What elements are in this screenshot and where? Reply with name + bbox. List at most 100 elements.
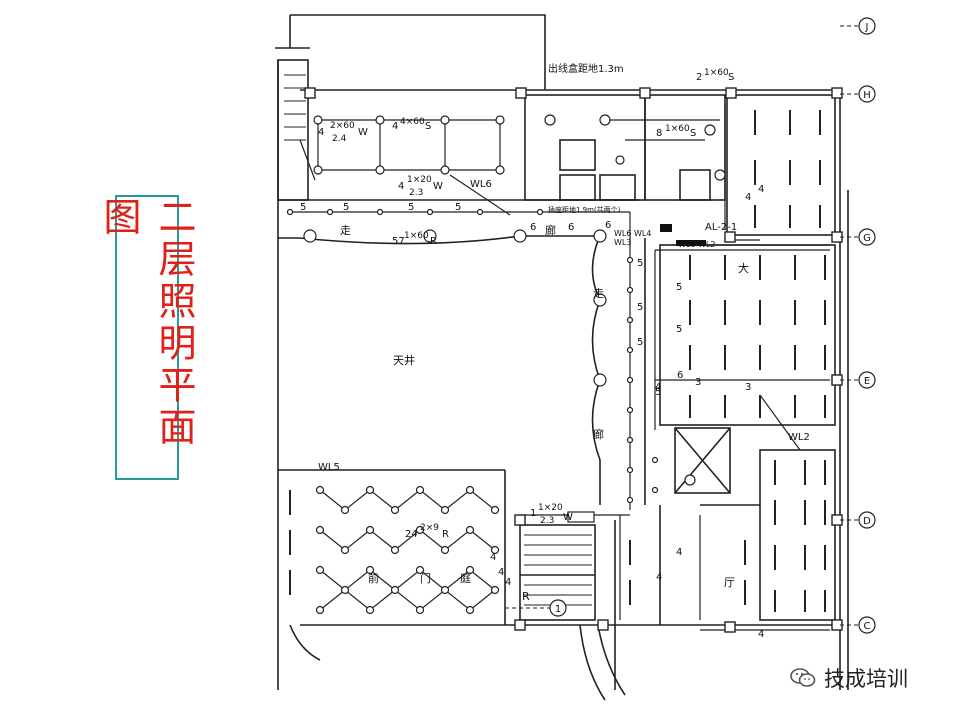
fixture-2-type: S (425, 121, 431, 132)
circuit-wl5: WL5 (318, 462, 340, 473)
count-4b: 4 (745, 192, 751, 203)
fixture-3-den: 2.3 (409, 188, 423, 198)
fixture-2-num: 4×60 (400, 117, 425, 127)
room-r-mark: R (522, 590, 530, 603)
fixture-4-num: 1×60 (704, 68, 729, 78)
stair-upper (277, 59, 309, 201)
count-5e: 5 (637, 258, 643, 269)
circuit-wl4: WL4 (634, 229, 651, 238)
fixture-8-den: 2.3 (540, 516, 554, 526)
count-4a: 4 (758, 184, 764, 195)
fixture-7-num: 2×9 (420, 523, 439, 533)
fixture-1-num: 2×60 (330, 121, 355, 131)
toilet-block (524, 94, 646, 201)
fixture-7-qty: 24 (405, 529, 418, 540)
count-4g: 4 (676, 547, 682, 558)
circuit-wl6: WL6 (470, 179, 492, 190)
fixture-1-type: W (358, 127, 368, 138)
watermark-text: 技成培训 (824, 667, 908, 691)
wall-top-upper (290, 14, 546, 90)
room-zou1: 走 (340, 224, 351, 237)
stall-1 (559, 139, 596, 171)
count-6a: 6 (530, 222, 536, 233)
fixture-5-qty: 8 (656, 128, 662, 139)
count-5d: 5 (455, 202, 461, 213)
curve-left (289, 624, 321, 661)
fixture-4-qty: 2 (696, 72, 702, 83)
curve-entry (597, 624, 626, 696)
corridor-arc (299, 235, 600, 245)
stall-2 (559, 174, 596, 201)
room-da: 大 (738, 261, 749, 275)
fixture-6-type: R (430, 236, 437, 247)
count-6b: 6 (568, 222, 574, 233)
count-4h: 4 (656, 572, 662, 583)
title-box: 二层照明平面图 (97, 195, 196, 480)
count-5f: 5 (637, 302, 643, 313)
axis-label-d: D (863, 516, 871, 527)
panel-al: AL-2-1 (705, 222, 737, 233)
elevator-x2 (674, 427, 731, 494)
room-zou2: 走 (593, 287, 604, 300)
fixture-3-type: W (433, 181, 443, 192)
count-4d: 4 (490, 552, 496, 563)
count-4i: 4 (758, 629, 764, 640)
room-ting2: 庭 (460, 571, 471, 585)
circuit-wl3: WL3 (614, 238, 631, 247)
count-6d: 6 (677, 370, 683, 381)
room-men: 门 (420, 571, 431, 585)
room-lang1: 廊 (545, 223, 556, 237)
room-ting: 厅 (724, 576, 735, 589)
count-5b: 5 (343, 202, 349, 213)
fixture-3-num: 1×20 (407, 175, 432, 185)
room-right-top (726, 94, 836, 236)
room-lower-right (759, 449, 836, 621)
fixture-8-type: W (563, 512, 573, 523)
axis-label-e: E (864, 376, 870, 387)
count-5i: 5 (676, 324, 682, 335)
count-4f: 4 (505, 577, 511, 588)
toilet-block2 (644, 94, 726, 201)
fixture-4-type: S (728, 72, 734, 83)
axis-label-g: G (863, 233, 871, 244)
count-5j: 5 (655, 387, 661, 398)
room-tianjing: 天井 (393, 353, 415, 367)
note-outlet-height: 出线盒距地1.3m (548, 62, 624, 75)
watermark: 技成培训 (790, 664, 908, 692)
note-socket-height: 插座距地1.9m(共两个) (548, 205, 621, 214)
fixture-6-num: 1×60 (404, 231, 429, 241)
fixture-5-num: 1×60 (665, 124, 690, 134)
axis-label-1: 1 (555, 604, 561, 615)
stair-lower (519, 524, 596, 621)
fixture-8-num: 1×20 (538, 503, 563, 513)
fixture-6-qty: 57 (392, 236, 405, 247)
circuit-wl2b: WL2 (788, 432, 810, 443)
room-qian: 前 (368, 571, 379, 585)
curve-entry2 (579, 624, 606, 701)
fixture-5-type: S (690, 128, 696, 139)
stall-4 (679, 169, 711, 201)
page-title: 二层照明平面图 (97, 197, 196, 449)
circuit-wl1: WL1 (678, 240, 695, 249)
count-3a: 3 (695, 377, 701, 388)
fixture-1-qty: 4 (318, 127, 324, 138)
axis-label-c: C (864, 621, 871, 632)
count-6c: 6 (605, 220, 611, 231)
stall-3 (599, 174, 636, 201)
axis-label-j: J (865, 22, 869, 33)
count-5c: 5 (408, 202, 414, 213)
axis-label-h: H (863, 90, 871, 101)
count-5a: 5 (300, 202, 306, 213)
fixture-2-qty: 4 (392, 121, 398, 132)
count-5g: 5 (637, 337, 643, 348)
count-3b: 3 (745, 382, 751, 393)
count-4e: 4 (498, 567, 504, 578)
fixture-3-qty: 4 (398, 181, 404, 192)
fixture-7-type: R (442, 529, 449, 540)
fixture-1-den: 2.4 (332, 134, 347, 144)
circuit-wl2: WL2 (698, 240, 715, 249)
circuit-wl6b: WL6 (614, 229, 631, 238)
room-lang2: 廊 (593, 427, 604, 441)
count-4c: 4 (655, 382, 661, 393)
